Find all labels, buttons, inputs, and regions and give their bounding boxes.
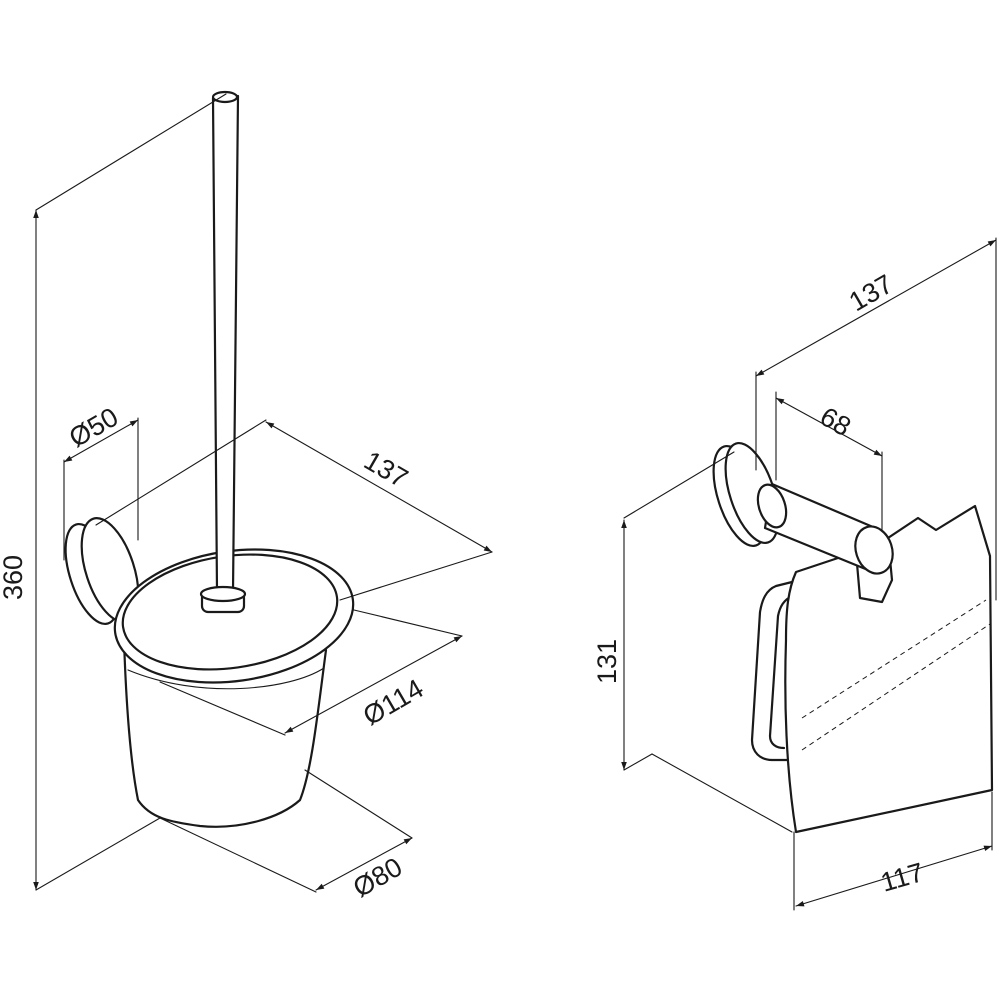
dim-paper-arm-label: 68 (815, 401, 856, 442)
brush-wall-plate (64, 517, 140, 626)
toilet-brush-holder: 360 137 Ø50 Ø114 Ø80 (0, 90, 493, 904)
dim-brush-bowl-top-label: Ø114 (358, 673, 428, 731)
dim-paper-width-label: 117 (877, 857, 927, 898)
toilet-paper-holder: 137 68 131 117 (592, 237, 997, 911)
dim-brush-height-label: 360 (0, 555, 28, 600)
dim-paper-height: 131 (592, 451, 793, 833)
dim-paper-height-label: 131 (592, 639, 622, 684)
dim-brush-bowl-bottom-label: Ø80 (348, 852, 407, 904)
dim-paper-depth-label: 137 (844, 269, 898, 318)
dim-brush-depth-label: 137 (359, 445, 413, 494)
brush-handle (199, 90, 247, 614)
paper-cover (784, 504, 994, 834)
brush-cup (122, 638, 328, 828)
dim-brush-height: 360 (0, 93, 227, 891)
paper-arm (756, 482, 894, 575)
